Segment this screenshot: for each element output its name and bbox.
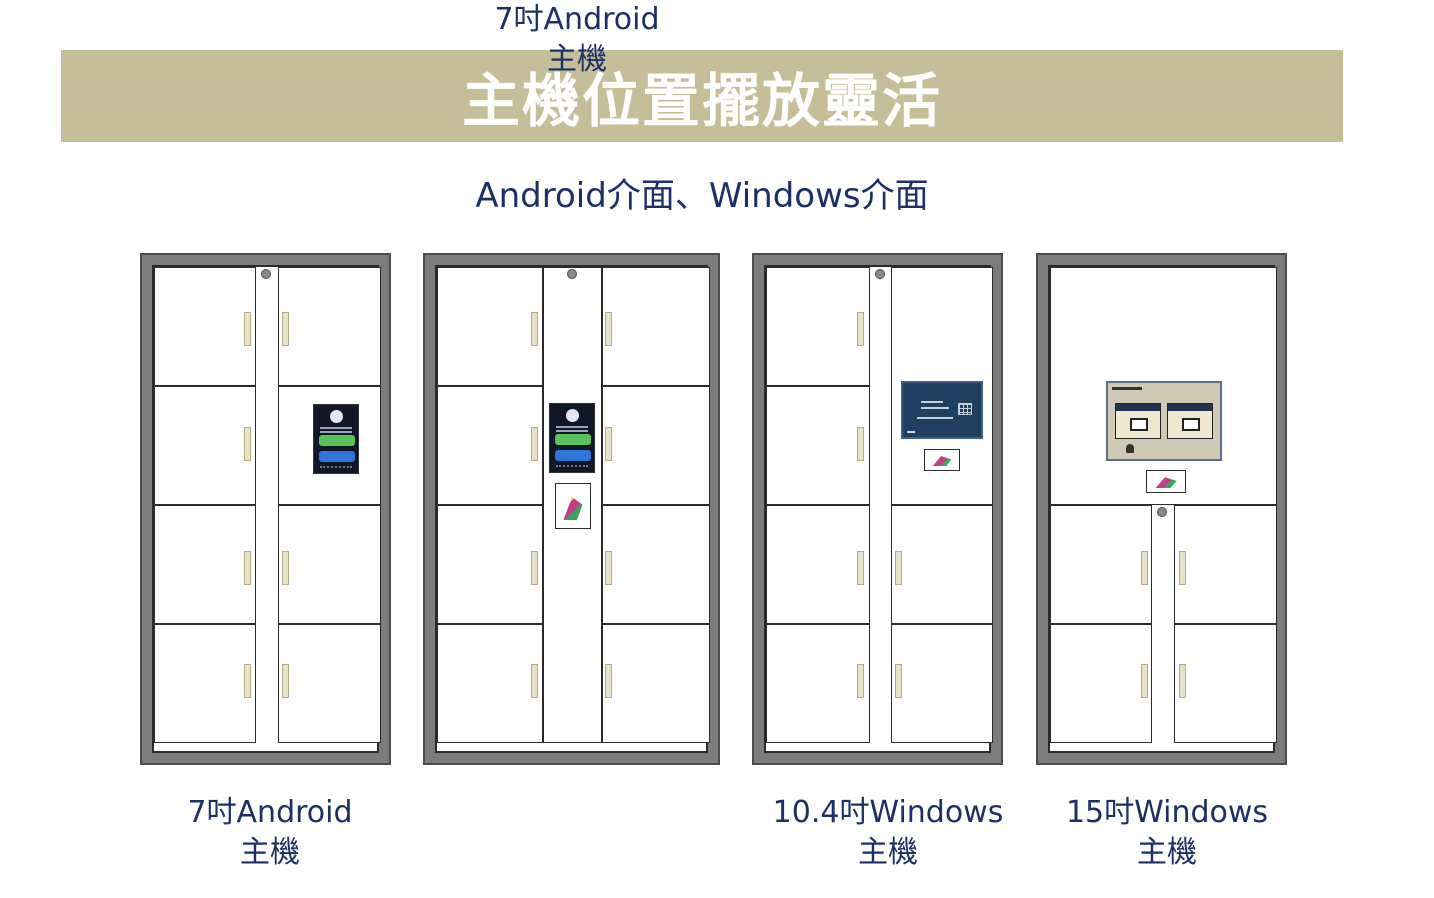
deposit-option bbox=[1115, 403, 1161, 439]
door-handle bbox=[605, 551, 612, 585]
locker-cabinet-1 bbox=[140, 253, 391, 765]
caption-host: 主機 bbox=[1137, 835, 1197, 870]
door-handle bbox=[1179, 551, 1186, 585]
lock-icon bbox=[875, 269, 885, 279]
locker-door bbox=[602, 505, 710, 624]
locker-cabinet-3 bbox=[752, 253, 1003, 765]
android-screen bbox=[313, 404, 359, 474]
locker-door bbox=[154, 505, 256, 624]
caption-host: 主機 bbox=[858, 835, 918, 870]
door-handle bbox=[1179, 664, 1186, 698]
locker-door bbox=[154, 624, 256, 743]
lock-icon bbox=[1157, 507, 1167, 517]
door-handle bbox=[531, 664, 538, 698]
cabinet-body bbox=[764, 265, 993, 753]
door-handle bbox=[895, 664, 902, 698]
door-handle bbox=[282, 551, 289, 585]
card-reader-sticker bbox=[924, 449, 960, 471]
locker-cabinet-2 bbox=[423, 253, 720, 765]
lock-icon bbox=[261, 269, 271, 279]
locker-door bbox=[278, 267, 381, 386]
locker-grid-icon bbox=[958, 403, 972, 415]
door-handle bbox=[244, 664, 251, 698]
locker-door bbox=[891, 624, 993, 743]
page-title: 主機位置擺放靈活 bbox=[461, 67, 942, 135]
card-tap-icon bbox=[563, 497, 583, 521]
door-handle bbox=[531, 427, 538, 461]
locker-door bbox=[602, 624, 710, 743]
locker-door bbox=[437, 624, 543, 743]
caption-host: 主機 bbox=[547, 42, 607, 77]
android-screen bbox=[549, 403, 595, 473]
screen-button-blue bbox=[555, 450, 591, 461]
interface-subtitle: Android介面、Windows介面 bbox=[475, 176, 929, 216]
lock-icon bbox=[567, 269, 577, 279]
locker-door bbox=[1050, 624, 1152, 743]
windows-screen-15 bbox=[1106, 381, 1222, 461]
locker-door bbox=[602, 267, 710, 386]
locker-door bbox=[891, 505, 993, 624]
windows-screen-10-4 bbox=[901, 381, 983, 439]
locker-door bbox=[766, 267, 870, 386]
locker-door bbox=[278, 624, 381, 743]
cabinet-caption-2: 7吋Android 主機 bbox=[457, 0, 697, 80]
door-handle bbox=[244, 427, 251, 461]
person-icon bbox=[1126, 444, 1134, 453]
door-handle bbox=[605, 664, 612, 698]
door-handle bbox=[605, 427, 612, 461]
title-banner: 主機位置擺放靈活 bbox=[61, 50, 1343, 142]
cabinet-body bbox=[1048, 265, 1277, 753]
locker-door bbox=[766, 624, 870, 743]
door-handle bbox=[857, 427, 864, 461]
caption-model: 7吋Android bbox=[494, 2, 660, 37]
door-icon bbox=[1182, 418, 1200, 431]
door-handle bbox=[857, 664, 864, 698]
door-handle bbox=[531, 551, 538, 585]
door-handle bbox=[1141, 551, 1148, 585]
door-handle bbox=[1141, 664, 1148, 698]
locker-door bbox=[437, 505, 543, 624]
caption-model: 7吋Android bbox=[187, 795, 353, 830]
cabinet-body bbox=[435, 265, 710, 753]
caption-model: 10.4吋Windows bbox=[772, 795, 1004, 830]
cabinet-caption-4: 15吋Windows 主機 bbox=[1047, 793, 1287, 873]
card-reader-sticker bbox=[555, 483, 591, 529]
locker-door bbox=[1050, 505, 1152, 624]
locker-door bbox=[437, 386, 543, 505]
locker-door bbox=[602, 386, 710, 505]
door-handle bbox=[531, 312, 538, 346]
door-handle bbox=[605, 312, 612, 346]
door-handle bbox=[244, 551, 251, 585]
locker-door bbox=[278, 505, 381, 624]
locker-door bbox=[154, 386, 256, 505]
card-tap-icon bbox=[932, 455, 952, 467]
cabinet-caption-1: 7吋Android 主機 bbox=[150, 793, 390, 873]
door-handle bbox=[857, 551, 864, 585]
screen-button-green bbox=[555, 434, 591, 445]
door-handle bbox=[282, 664, 289, 698]
locker-door bbox=[437, 267, 543, 386]
door-handle bbox=[895, 551, 902, 585]
door-handle bbox=[857, 312, 864, 346]
cabinet-caption-3: 10.4吋Windows 主機 bbox=[758, 793, 1018, 873]
screen-button-green bbox=[319, 435, 355, 446]
caption-host: 主機 bbox=[240, 835, 300, 870]
door-handle bbox=[244, 312, 251, 346]
card-tap-icon bbox=[1155, 477, 1177, 489]
locker-door bbox=[766, 386, 870, 505]
locker-door bbox=[1174, 624, 1277, 743]
app-logo-icon bbox=[566, 409, 579, 422]
retrieve-option bbox=[1167, 403, 1213, 439]
locker-door bbox=[1174, 505, 1277, 624]
locker-door bbox=[766, 505, 870, 624]
app-logo-icon bbox=[330, 410, 343, 423]
card-reader-sticker bbox=[1146, 470, 1186, 493]
door-handle bbox=[282, 312, 289, 346]
locker-door bbox=[154, 267, 256, 386]
screen-button-blue bbox=[319, 451, 355, 462]
cabinet-body bbox=[152, 265, 381, 753]
caption-model: 15吋Windows bbox=[1065, 795, 1269, 830]
locker-cabinet-4 bbox=[1036, 253, 1287, 765]
suitcase-icon bbox=[1130, 418, 1148, 431]
